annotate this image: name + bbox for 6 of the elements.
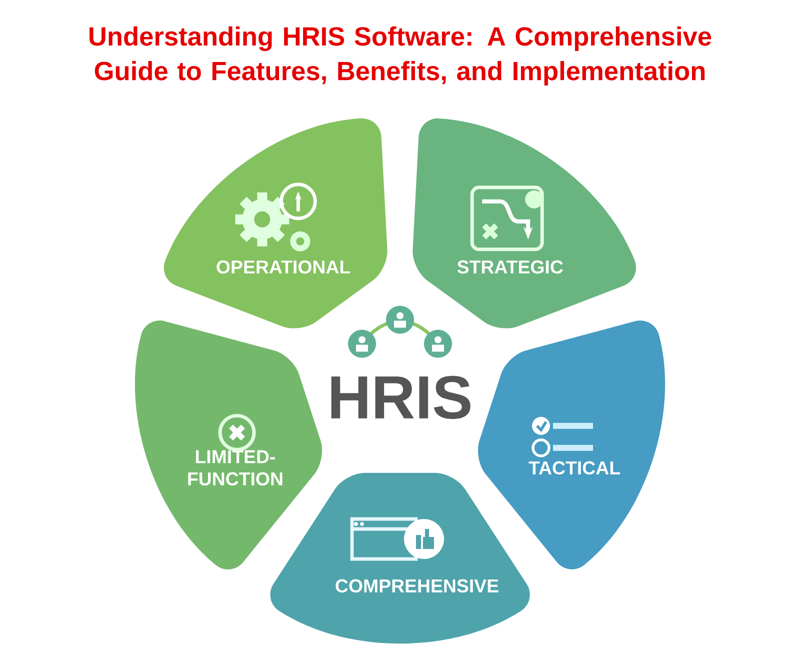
ring-segment: LIMITED-FUNCTION [135,320,322,570]
ring-segment: OPERATIONAL [164,118,388,328]
hub-label: HRIS [331,376,470,419]
overlay-title: Understanding HRIS Software: A Comprehensive Guide to Features, Benefits, and Implementation [90,26,712,86]
ring-segment: TACTICAL [478,320,665,570]
ring-segment: STRATEGIC [412,118,636,328]
